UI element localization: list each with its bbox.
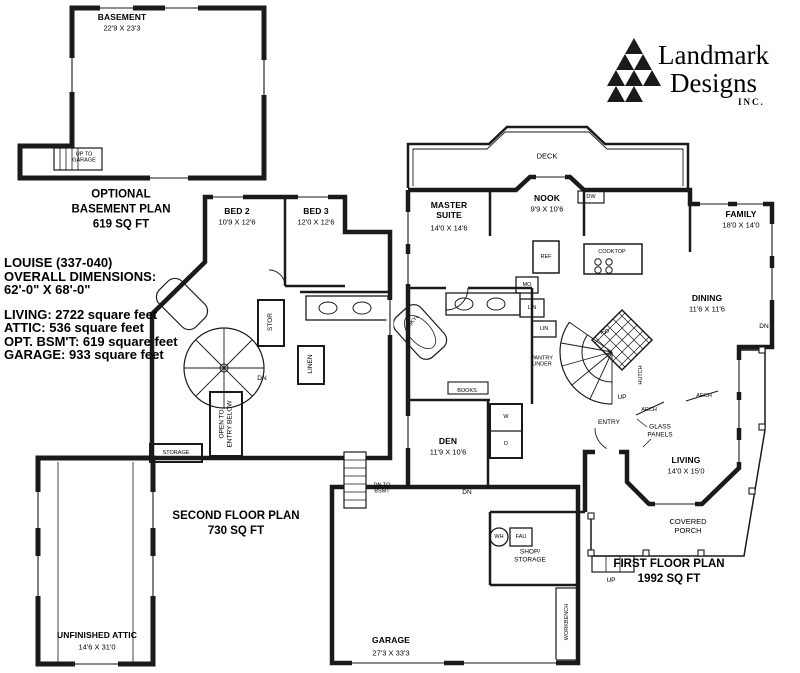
master-suite-name: MASTER SUITE [430,199,468,220]
second-floor-dn-label: DN [257,375,267,383]
covered-porch-label: COVERED PORCH [669,517,707,535]
washer-label: W [503,413,509,420]
cooktop-label: COOKTOP [598,248,626,255]
second-floor-caption: SECOND FLOOR PLAN 730 SQ FT [172,510,300,537]
stat-living: LIVING: 2722 square feet [4,306,158,322]
master-suite-size: 14'0 X 14'6 [430,223,468,233]
attic-name: UNFINISHED ATTIC [57,629,137,640]
stat-garage: GARAGE: 933 square feet [4,347,164,362]
stor-closet-label: STOR [267,313,275,331]
garage-size: 27'3 X 33'3 [372,648,410,658]
logo-triangles-icon [607,38,661,102]
bed2-size: 10'9 X 12'6 [218,217,256,227]
first-floor-caption: FIRST FLOOR PLAN 1992 SQ FT [613,558,725,585]
fireplace-label: FP [600,329,610,337]
window-panes [37,7,773,665]
basement-room-size: 22'9 X 23'3 [103,23,141,33]
family-name: FAMILY [725,208,757,219]
overall-dimensions-value: 62'-0" X 68'-0" [4,282,91,297]
deck-walls [406,125,690,188]
door-arcs [268,269,620,453]
bed3-size: 12'0 X 12'6 [297,217,335,227]
dishwasher-label: DW [586,193,596,200]
pantry-under-label: PANTRY UNDER [531,355,553,368]
microwave-label: MO [522,281,532,288]
stat-attic: ATTIC: 536 square feet [4,320,144,335]
living-size: 14'0 X 15'0 [667,466,705,476]
books-label: BOOKS [457,387,477,394]
storage-label: STORAGE [162,449,190,456]
nook-name: NOOK [534,192,560,203]
dining-name: DINING [691,292,723,303]
glass-panels-label: GLASS PANELS [647,423,673,438]
deck-label: DECK [536,151,558,161]
workbench-label: WORKBENCH [563,603,570,641]
shop-storage-label: SHOP/ STORAGE [514,548,546,563]
second-floor-walls [149,194,393,463]
dining-dn-label: DN [759,323,769,331]
basement-stair-label: UP TO GARAGE [72,151,96,164]
basement-walls [17,5,267,181]
hutch-label: HUTCH [637,365,644,385]
logo-inc-label: INC. [738,97,765,107]
first-floor-walls [329,174,775,666]
dn-to-bsmt-label: DN TO BSMT [373,482,391,495]
water-heater-label: WH [494,533,504,540]
logo-wordmark-line2: Designs [670,68,757,98]
bed2-name: BED 2 [224,205,250,216]
linen-closet-label: LINEN [307,354,315,374]
attic-size: 14'6 X 31'0 [78,642,116,652]
bed3-name: BED 3 [303,205,329,216]
dryer-label: D [504,440,508,447]
living-name: LIVING [671,454,701,465]
stair-up-label: UP [617,394,627,402]
porch-up-label: UP [606,577,616,585]
plan-title: LOUISE (337-040) [4,255,113,270]
arch1-label: ARCH [641,406,657,413]
logo-wordmark-line1: Landmark [658,40,769,70]
overall-dimensions-label: OVERALL DIMENSIONS: [4,268,157,284]
garage-name: GARAGE [372,634,410,645]
den-name: DEN [438,435,458,446]
family-size: 18'0 X 14'0 [722,220,760,230]
nook-size: 9'9 X 10'6 [530,204,564,214]
linen2-label: LIN [539,325,549,332]
den-size: 11'9 X 10'6 [429,447,467,457]
basement-plan-caption: OPTIONAL BASEMENT PLAN 619 SQ FT [71,188,171,231]
basement-room-name: BASEMENT [97,11,147,22]
furnace-label: FAU [515,533,527,540]
arch2-label: ARCH [696,392,712,399]
linen1-label: LIN [527,304,537,311]
dining-size: 11'6 X 11'6 [689,304,725,314]
den-dn-label: DN [462,489,472,497]
open-to-entry-label: OPEN TO ENTRY BELOW [218,400,233,448]
plan-info-block: LOUISE (337-040) OVERALL DIMENSIONS: 62'… [4,256,178,362]
stat-basement: OPT. BSM'T: 619 square feet [4,333,178,349]
refrigerator-label: REF [540,253,552,260]
entry-label: ENTRY [598,419,620,427]
